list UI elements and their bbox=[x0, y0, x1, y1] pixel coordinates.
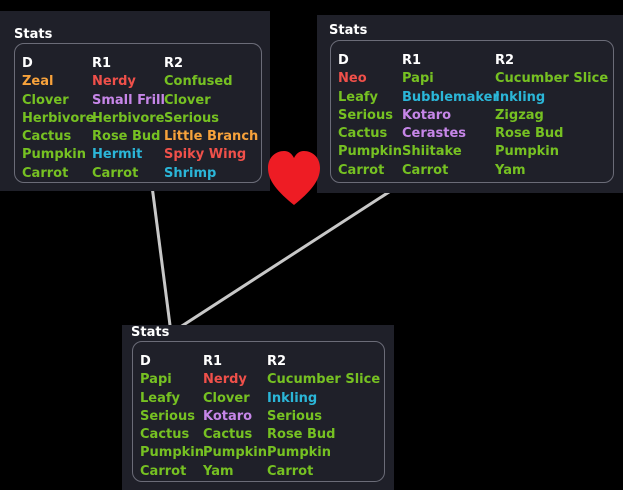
gene-r1-4: Rose Bud bbox=[92, 129, 161, 145]
column-r1: R1 Nerdy Small Frill Herbivore Rose Bud … bbox=[92, 55, 165, 183]
gene-d-5: Pumpkin bbox=[140, 445, 204, 461]
card-title: Stats bbox=[329, 23, 368, 38]
gene-r2-4: Rose Bud bbox=[267, 427, 336, 443]
gene-r2-3: Serious bbox=[164, 110, 219, 126]
gene-d-3: Serious bbox=[338, 107, 393, 123]
header-d: D bbox=[22, 56, 33, 71]
column-r1: R1 Nerdy Clover Kotaro Cactus Pumpkin Ya… bbox=[203, 353, 267, 481]
gene-r1-2: Clover bbox=[203, 390, 250, 406]
gene-r2-4: Little Branch bbox=[164, 129, 259, 145]
card-title: Stats bbox=[14, 27, 53, 42]
card-title: Stats bbox=[131, 325, 170, 340]
gene-r1-5: Pumpkin bbox=[203, 445, 267, 461]
gene-r1-6: Yam bbox=[203, 463, 234, 479]
header-r1: R1 bbox=[203, 354, 223, 369]
gene-d-2: Leafy bbox=[140, 390, 181, 406]
gene-r2-5: Spiky Wing bbox=[164, 147, 247, 163]
gene-d-1: Papi bbox=[140, 372, 172, 388]
header-d: D bbox=[338, 53, 349, 68]
gene-d-4: Cactus bbox=[338, 126, 388, 142]
gene-d-6: Carrot bbox=[338, 162, 385, 178]
gene-r2-2: Clover bbox=[164, 92, 211, 108]
gene-r2-3: Zigzag bbox=[495, 107, 544, 123]
header-r2: R2 bbox=[164, 56, 184, 71]
header-r2: R2 bbox=[495, 53, 515, 68]
gene-r2-1: Confused bbox=[164, 74, 233, 90]
header-d: D bbox=[140, 354, 151, 369]
stats-table-panel: D Neo Leafy Serious Cactus Pumpkin Carro… bbox=[330, 40, 614, 183]
gene-r1-6: Carrot bbox=[402, 162, 449, 178]
gene-d-6: Carrot bbox=[22, 165, 69, 181]
gene-d-3: Herbivore bbox=[22, 110, 95, 126]
stats-table-panel: D Papi Leafy Serious Cactus Pumpkin Carr… bbox=[132, 341, 385, 482]
gene-r2-3: Serious bbox=[267, 408, 322, 424]
column-r2: R2 Cucumber Slice Inkling Zigzag Rose Bu… bbox=[495, 52, 608, 180]
gene-d-2: Leafy bbox=[338, 89, 379, 105]
gene-r2-5: Pumpkin bbox=[495, 144, 559, 160]
gene-d-2: Clover bbox=[22, 92, 69, 108]
header-r1: R1 bbox=[92, 56, 112, 71]
gene-r1-3: Kotaro bbox=[203, 408, 253, 424]
gene-r1-3: Kotaro bbox=[402, 107, 452, 123]
column-r2: R2 Confused Clover Serious Little Branch… bbox=[164, 55, 258, 183]
heart-icon bbox=[268, 151, 320, 205]
stats-card-offspring: Stats D Papi Leafy Serious Cactus Pumpki… bbox=[122, 325, 394, 490]
gene-r1-1: Nerdy bbox=[203, 372, 247, 388]
gene-d-3: Serious bbox=[140, 408, 195, 424]
column-d: D Papi Leafy Serious Cactus Pumpkin Carr… bbox=[140, 353, 204, 481]
gene-r2-6: Yam bbox=[495, 162, 526, 178]
column-d: D Neo Leafy Serious Cactus Pumpkin Carro… bbox=[338, 52, 402, 180]
column-d: D Zeal Clover Herbivore Cactus Pumpkin C… bbox=[22, 55, 95, 183]
header-r1: R1 bbox=[402, 53, 422, 68]
gene-r2-5: Pumpkin bbox=[267, 445, 331, 461]
gene-r1-1: Papi bbox=[402, 71, 434, 87]
gene-d-1: Neo bbox=[338, 71, 367, 87]
stats-card-parent-left: Stats D Zeal Clover Herbivore Cactus Pum… bbox=[0, 11, 270, 191]
gene-d-6: Carrot bbox=[140, 463, 187, 479]
connector-left-to-child bbox=[150, 185, 173, 334]
gene-r2-4: Rose Bud bbox=[495, 126, 564, 142]
gene-r1-4: Cactus bbox=[203, 427, 253, 443]
gene-r1-3: Herbivore bbox=[92, 110, 165, 126]
gene-d-4: Cactus bbox=[22, 129, 72, 145]
stats-table-panel: D Zeal Clover Herbivore Cactus Pumpkin C… bbox=[14, 43, 262, 183]
gene-r1-6: Carrot bbox=[92, 165, 139, 181]
connector-right-to-child bbox=[170, 179, 407, 335]
gene-r2-2: Inkling bbox=[267, 390, 318, 406]
gene-r2-6: Carrot bbox=[267, 463, 314, 479]
gene-r1-2: Bubblemaker bbox=[402, 89, 499, 105]
gene-r2-6: Shrimp bbox=[164, 165, 217, 181]
gene-r2-1: Cucumber Slice bbox=[495, 71, 609, 87]
gene-r2-2: Inkling bbox=[495, 89, 546, 105]
gene-r1-5: Hermit bbox=[92, 147, 143, 163]
gene-r1-5: Shiitake bbox=[402, 144, 462, 160]
gene-r1-4: Cerastes bbox=[402, 126, 467, 142]
gene-r2-1: Cucumber Slice bbox=[267, 372, 381, 388]
stats-card-parent-right: Stats D Neo Leafy Serious Cactus Pumpkin… bbox=[317, 15, 623, 193]
gene-d-4: Cactus bbox=[140, 427, 190, 443]
column-r1: R1 Papi Bubblemaker Kotaro Cerastes Shii… bbox=[402, 52, 499, 180]
gene-r1-2: Small Frill bbox=[92, 92, 165, 108]
gene-d-5: Pumpkin bbox=[338, 144, 402, 160]
header-r2: R2 bbox=[267, 354, 287, 369]
gene-d-5: Pumpkin bbox=[22, 147, 86, 163]
gene-d-1: Zeal bbox=[22, 74, 54, 90]
gene-r1-1: Nerdy bbox=[92, 74, 136, 90]
column-r2: R2 Cucumber Slice Inkling Serious Rose B… bbox=[267, 353, 380, 481]
